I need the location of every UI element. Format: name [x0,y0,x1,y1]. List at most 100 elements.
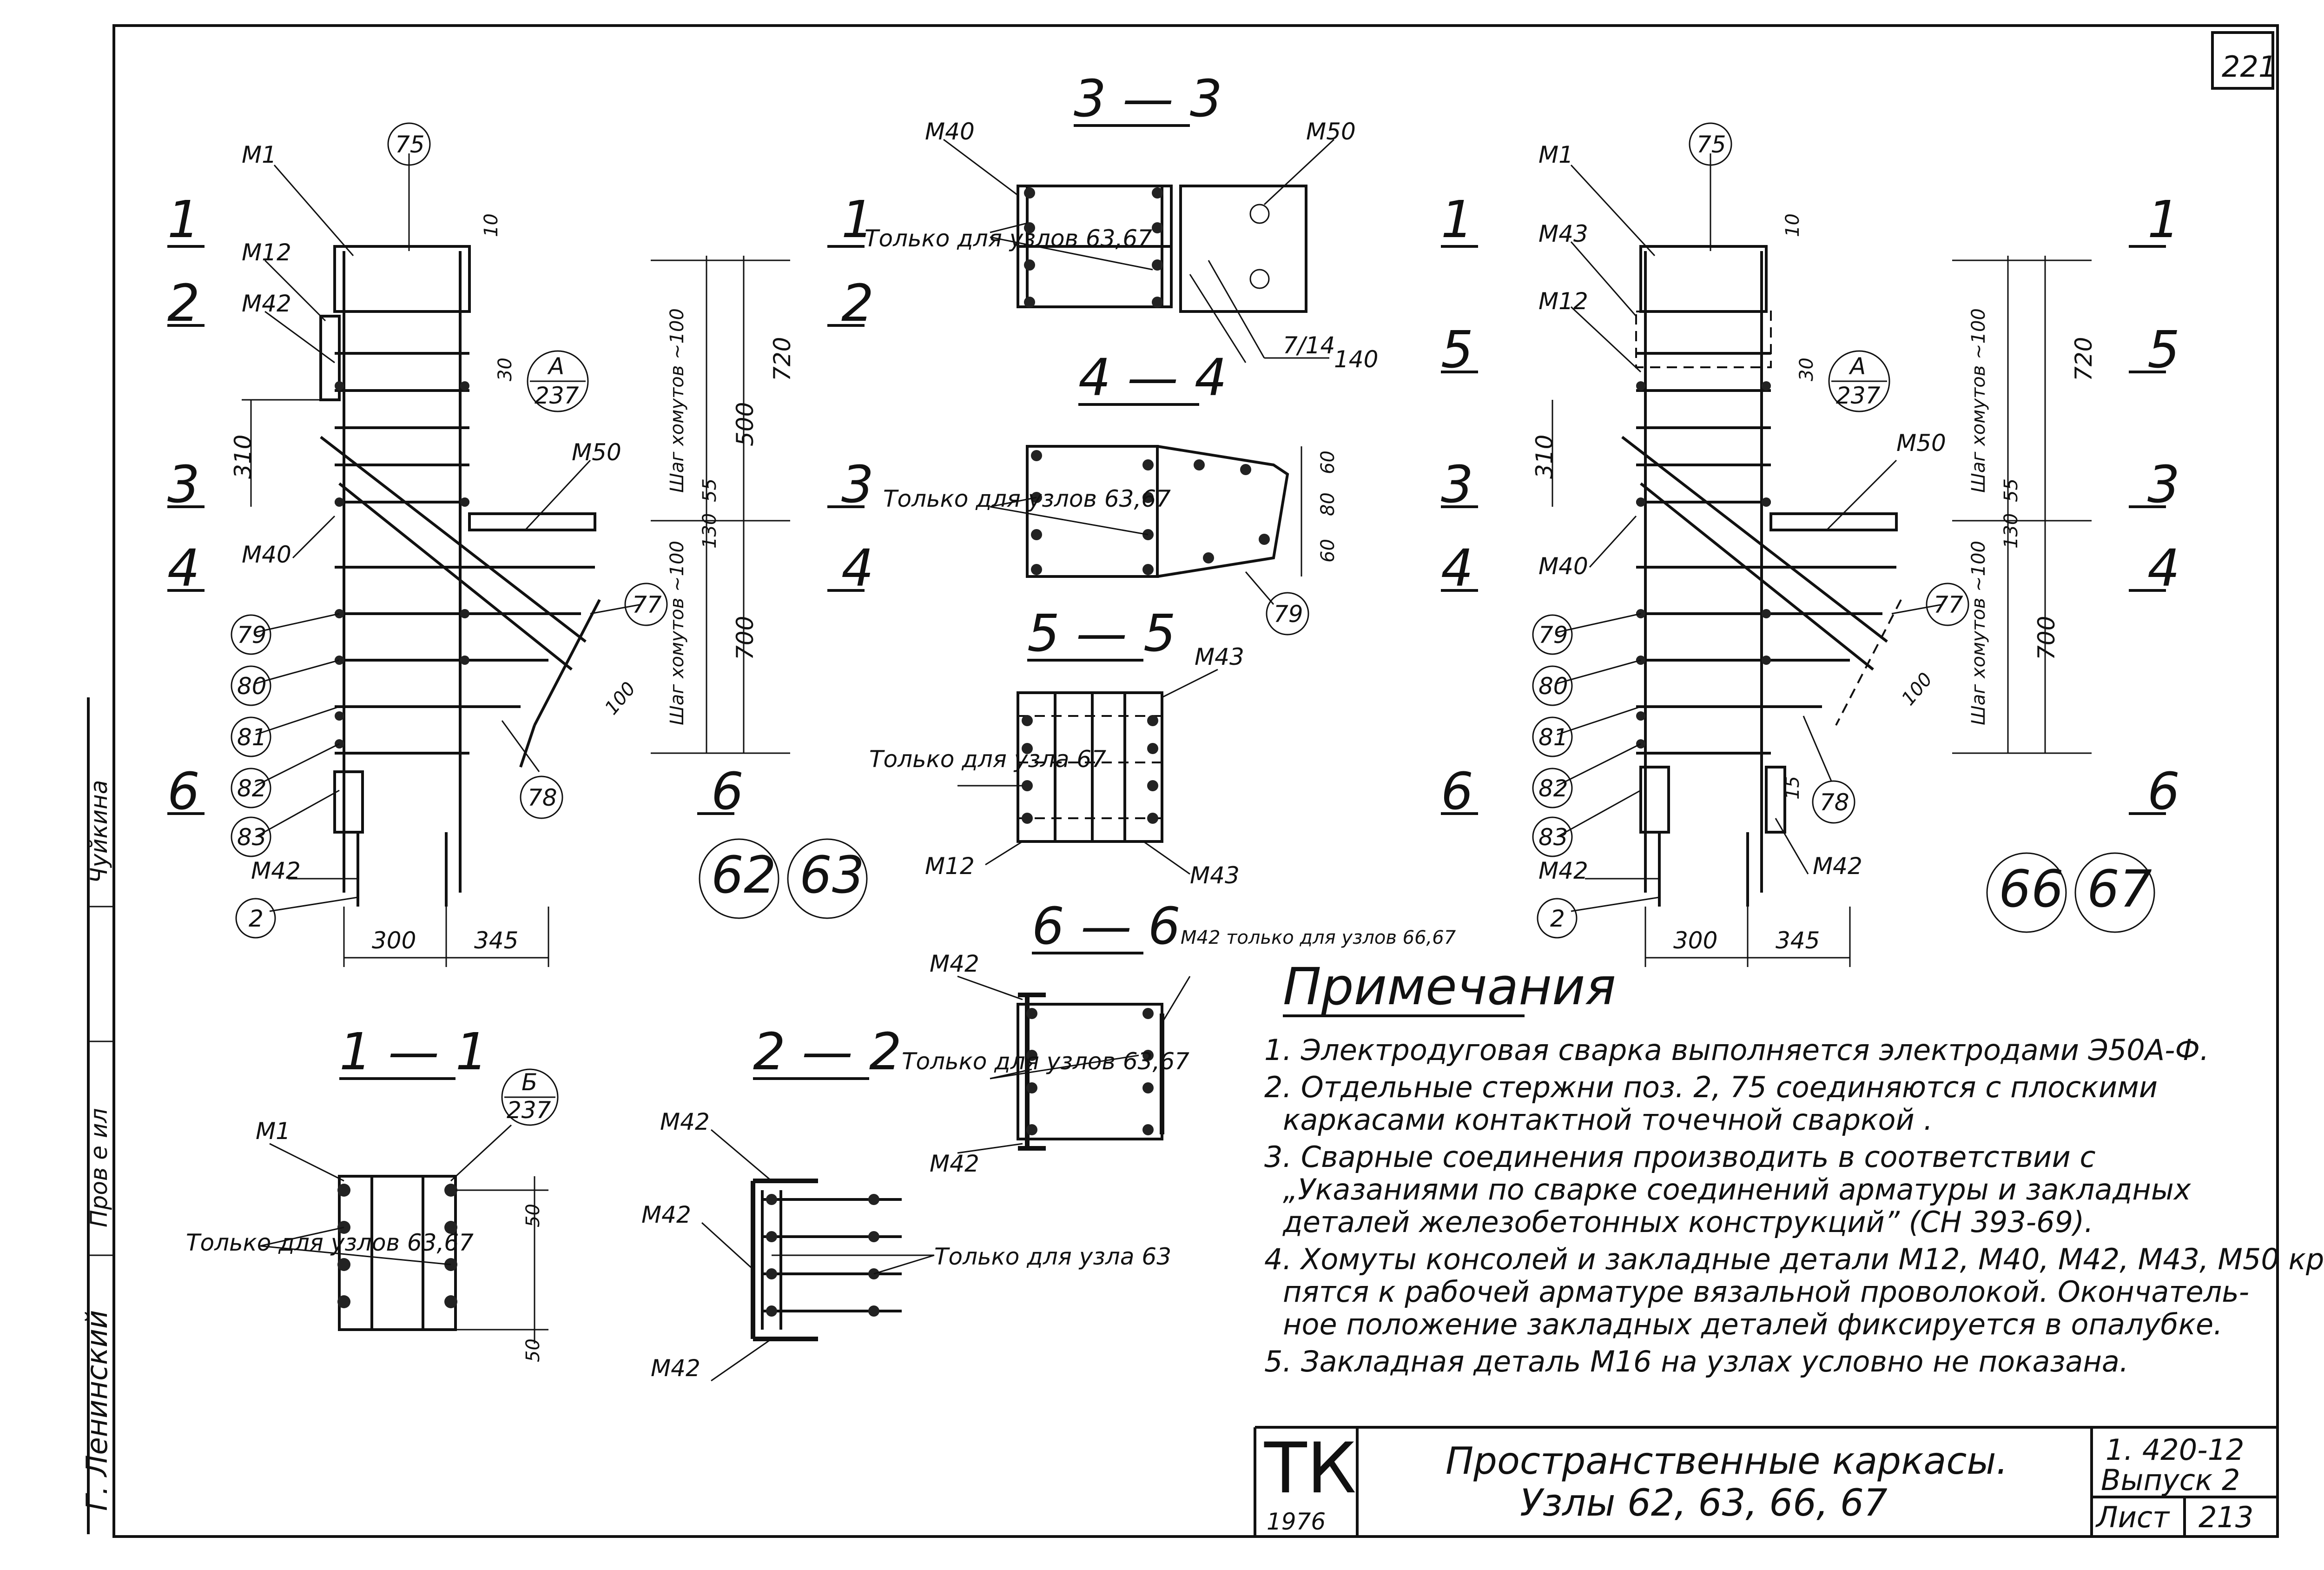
cut-1-right: 1 [1441,190,1473,249]
sheet-number-box [2211,31,2274,90]
section-4-4 [990,445,1309,636]
cut-1-right-r: 1 [2147,190,2180,249]
mark-m42-left: M42 [242,290,291,317]
cut-5-right-r: 5 [2147,320,2180,379]
node-63: 63 [799,845,865,905]
dim-10-right: 10 [1782,213,1803,237]
cut-3-right: 3 [1441,455,1473,514]
note-3c: деталей железобетонных конструкций” (СН … [1282,1205,2093,1239]
mark-m50-left: M50 [572,439,621,466]
cut-4-left-r: 4 [841,538,874,598]
pos-82-right: 82 [1538,775,1568,802]
cut-2-left-r: 2 [841,273,874,333]
cut-3-left: 3 [167,455,200,514]
only-for-s44: Только для узлов 63,67 [883,485,1171,512]
section-3-3 [943,139,1335,363]
pos-77-left: 77 [632,591,662,618]
cut-1-left: 1 [167,190,200,249]
position-circles-right [1532,122,2155,939]
cut-5-right: 5 [1441,320,1473,379]
note-5: 5. Закладная деталь М16 на узлах условно… [1264,1345,2129,1378]
dim-100-left: 100 [601,678,640,719]
dim-130-left: 130 [699,513,720,549]
mark-m42-left-bottom: M42 [251,857,301,884]
dim-60b-s44: 60 [1317,539,1339,563]
position-circles-left [231,122,868,939]
cut-4-left: 4 [167,538,200,598]
pos-78-right: 78 [1820,789,1849,816]
note-1: 1. Электродуговая сварка выполняется эле… [1264,1033,2209,1067]
dim-100-right: 100 [1897,669,1936,709]
sheet-number: 221 [2222,50,2277,84]
dim-50-s11-top: 50 [522,1204,544,1227]
title-line2: Узлы 62, 63, 66, 67 [1520,1481,1888,1524]
dim-140-s33: 140 [1334,346,1378,373]
mark-m42-right-bottom: M42 [1538,857,1588,884]
dim-60-s44: 60 [1317,450,1339,474]
mark-m42-s66-bottom: M42 [930,1150,979,1177]
pos-79-s44: 79 [1274,601,1303,628]
mark-m42-s22-top: M42 [660,1108,710,1135]
section-5-5-title: 5 — 5 [1027,603,1176,663]
callout-b-letter: Б [522,1069,537,1096]
pos-79-left: 79 [237,622,267,649]
pos-82-left: 82 [237,775,267,802]
mark-m42-s22-mid: M42 [641,1201,691,1228]
mark-m1-left: M1 [242,141,277,168]
mark-m43-right: M43 [1538,220,1588,247]
cut-2-left: 2 [167,273,200,333]
dim-720-right: 720 [2070,337,2097,381]
title-sheet-label: Лист [2095,1500,2170,1534]
elevation-left [167,153,865,967]
dim-345-right: 345 [1776,927,1820,954]
mark-m12-s55: M12 [925,853,975,880]
dim-30-left: 30 [495,358,516,381]
section-6-6-title: 6 — 6 [1032,896,1181,956]
pos-80-left: 80 [237,673,267,700]
mark-m42-s22-bottom: M42 [651,1355,700,1382]
pos-78-left: 78 [528,784,557,811]
note-3b: „Указаниями по сварке соединений арматур… [1283,1173,2192,1206]
callout-a-sheet-right: 237 [1836,382,1881,409]
dim-10-left: 10 [481,213,502,237]
mark-m42-right: M42 [1813,853,1862,880]
cut-3-left-r: 3 [841,455,874,514]
pos-83-left: 83 [237,824,267,851]
dim-300-right: 300 [1673,927,1717,954]
step-bottom-left: Шаг хомутов ~100 [667,541,688,725]
pos-75-left: 75 [395,131,425,158]
note-4b: пятся к рабочей арматуре вязальной прово… [1283,1275,2249,1309]
title-series: 1. 420-12 [2106,1433,2244,1467]
mark-m42-s66-top: M42 [930,950,979,977]
only-for-s55: Только для узла 67 [869,746,1106,773]
only-for-s33: Только для узлов 63,67 [865,225,1152,252]
cut-6-right-r: 6 [2147,762,2180,821]
frac-s33: 7/14 [1283,332,1335,359]
mark-m1-s11: M1 [256,1118,290,1145]
notes-title: Примечания [1283,957,1616,1016]
pos-77-right: 77 [1934,591,1963,618]
side-stamp-name1: Чуйкина [86,780,112,883]
cut-4-right: 4 [1441,538,1473,598]
dim-80-s44: 80 [1317,492,1339,516]
step-bottom-right: Шаг хомутов ~100 [1968,541,1989,725]
node-62: 62 [711,845,776,905]
pos-75-right: 75 [1697,131,1726,158]
dim-345-left: 345 [474,927,518,954]
pos-83-right: 83 [1538,824,1568,851]
section-1-1 [260,1068,559,1344]
title-block [1254,1426,2278,1537]
section-6-6 [957,975,1191,1154]
pos-80-right: 80 [1538,673,1568,700]
dim-50-s11-bottom: 50 [522,1338,544,1362]
section-2-2-title: 2 — 2 [753,1022,902,1081]
title-org: ТК [1264,1428,1356,1509]
cut-1-left-r: 1 [841,190,874,249]
only-for-s11: Только для узлов 63,67 [186,1229,474,1256]
pos-2-right: 2 [1550,905,1565,932]
mark-m1-right: M1 [1538,141,1573,168]
section-3-3-title: 3 — 3 [1074,69,1222,128]
note-3: 3. Сварные соединения производить в соот… [1264,1140,2096,1174]
pos-79-right: 79 [1538,622,1568,649]
